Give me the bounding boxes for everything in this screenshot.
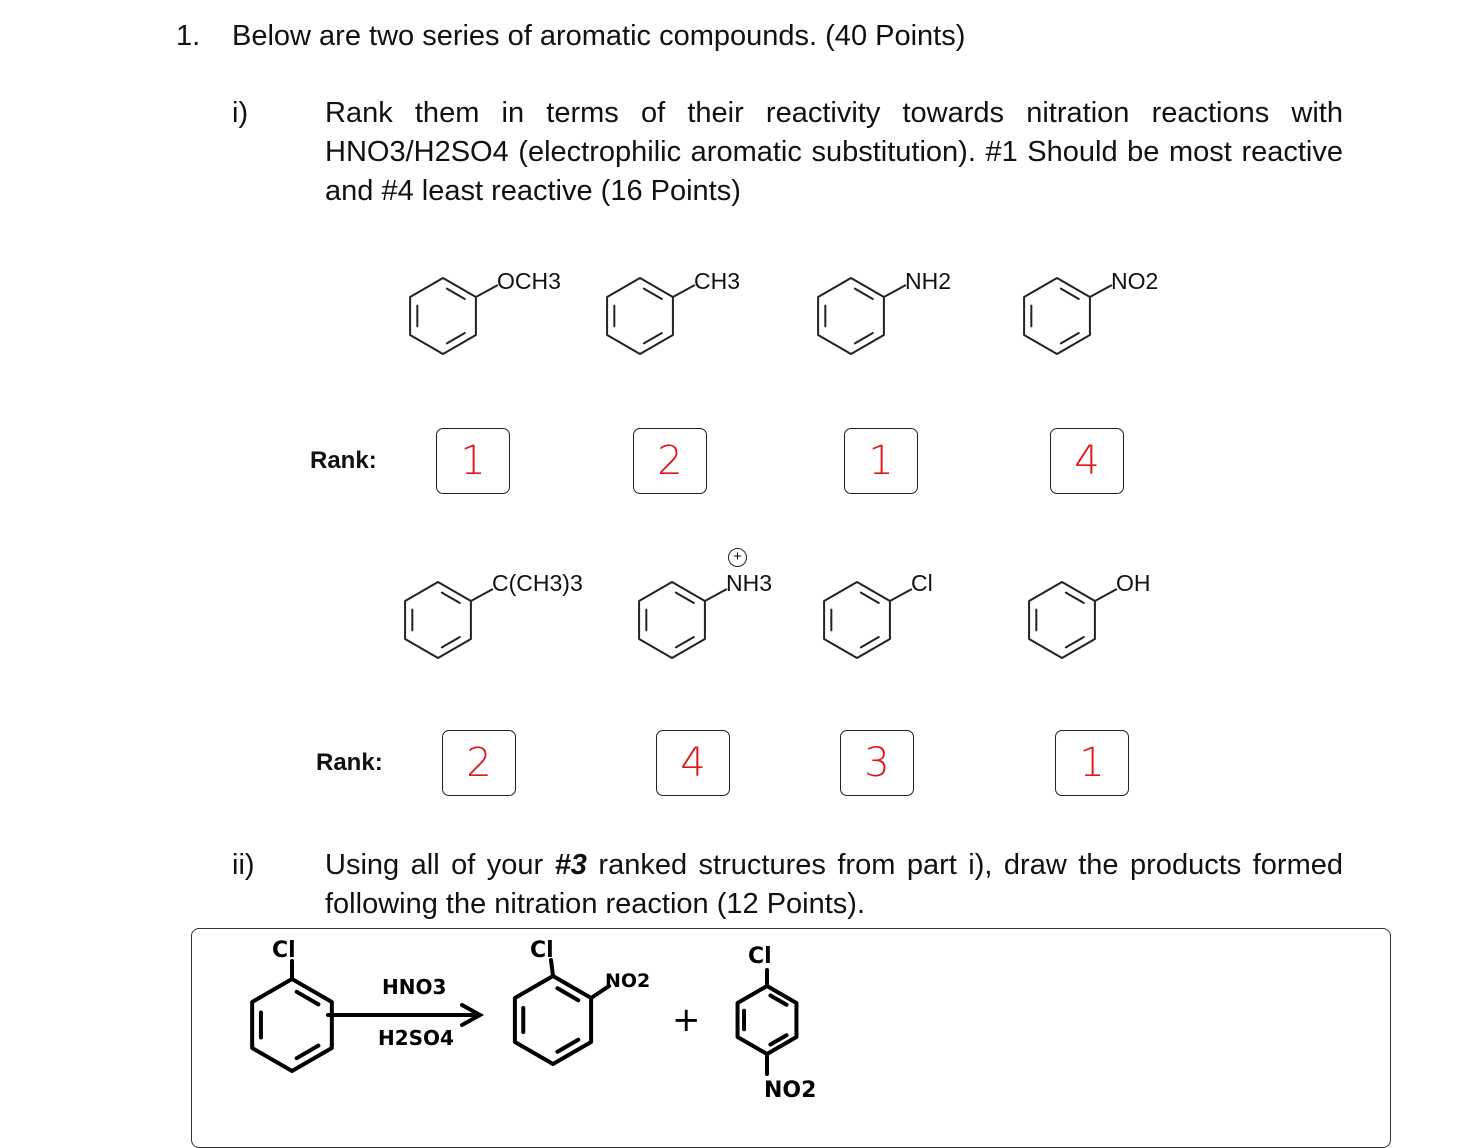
- handwritten-answer: [250, 958, 799, 1076]
- bond-cl: [549, 958, 555, 978]
- rank-input-s2-3[interactable]: 3: [840, 730, 914, 796]
- substituent-bond: [704, 588, 728, 602]
- double-bond: [768, 993, 789, 1007]
- rank-input-s1-3[interactable]: 1: [844, 428, 918, 494]
- rank-input-s1-2[interactable]: 2: [633, 428, 707, 494]
- double-bond: [859, 636, 880, 649]
- double-bond: [1064, 636, 1085, 649]
- double-bond: [294, 989, 321, 1007]
- double-bond: [853, 332, 874, 345]
- substituent-label: OCH3: [497, 268, 561, 294]
- plus-sign: +: [672, 1000, 701, 1040]
- substituent-bond: [889, 588, 913, 602]
- part-ii-label: ii): [232, 849, 255, 881]
- double-bond: [555, 986, 581, 1003]
- product1-no2: NO2: [605, 970, 651, 992]
- substituent-bond: [883, 284, 907, 298]
- substituent-label: CH3: [694, 268, 741, 294]
- double-bond: [674, 636, 695, 649]
- double-bond: [440, 636, 461, 649]
- part-ii-emphasis: #3: [554, 849, 587, 881]
- rank-input-s2-2[interactable]: 4: [656, 730, 730, 796]
- part-i-text: Rank them in terms of their reactivity t…: [325, 97, 1343, 207]
- double-bond: [642, 332, 663, 345]
- rank-input-s2-4[interactable]: 1: [1055, 730, 1129, 796]
- question-number: 1.: [176, 20, 201, 52]
- part-ii-text-b: ranked structures from part i), draw the…: [325, 849, 1343, 920]
- substituent-bond: [470, 588, 494, 602]
- part-i-label: i): [232, 97, 249, 129]
- reagent-bottom: H2SO4: [378, 1026, 454, 1050]
- double-bond: [768, 1033, 789, 1047]
- double-bond: [445, 287, 466, 300]
- double-bond: [859, 591, 880, 604]
- double-bond: [674, 591, 695, 604]
- reaction-arrow: [326, 1003, 485, 1027]
- double-bond: [294, 1043, 321, 1061]
- rank-label-series1: Rank:: [310, 447, 377, 474]
- substituent-label: Cl: [911, 570, 933, 596]
- rank-input-s1-4[interactable]: 4: [1050, 428, 1124, 494]
- substituent-bond: [1094, 588, 1118, 602]
- substituent-bond: [672, 284, 696, 298]
- double-bond: [1059, 287, 1080, 300]
- positive-charge-icon: +: [728, 548, 747, 567]
- benzene-structures: [404, 277, 1118, 659]
- part-ii-text: Using all of your #3 ranked structures f…: [325, 846, 1343, 924]
- substituent-bond: [1089, 284, 1113, 298]
- product2-cl: Cl: [748, 944, 772, 969]
- double-bond: [445, 332, 466, 345]
- substituent-label: NO2: [1111, 268, 1159, 294]
- double-bond: [555, 1037, 581, 1054]
- double-bond: [440, 591, 461, 604]
- product2-ring: [735, 984, 799, 1056]
- substituent-label: NH3: [726, 570, 773, 596]
- substituent-label: OH: [1116, 570, 1151, 596]
- double-bond: [1059, 332, 1080, 345]
- rank-input-s2-1[interactable]: 2: [442, 730, 516, 796]
- rank-input-s1-1[interactable]: 1: [436, 428, 510, 494]
- product1-ring: [512, 974, 594, 1066]
- product1-cl: Cl: [530, 938, 554, 963]
- question-title: Below are two series of aromatic compoun…: [232, 20, 966, 52]
- reagent-top: HNO3: [382, 975, 447, 999]
- product2-no2: NO2: [764, 1078, 817, 1103]
- rank-label-series2: Rank:: [316, 749, 383, 776]
- substituent-label: NH2: [905, 268, 952, 294]
- bond-no2: [589, 984, 612, 1000]
- reactant-ring: [250, 977, 334, 1073]
- substituent-label: C(CH3)3: [492, 570, 583, 596]
- reactant-cl: Cl: [272, 938, 296, 963]
- part-ii-text-a: Using all of your: [325, 849, 555, 881]
- substituent-bond: [475, 284, 499, 298]
- double-bond: [853, 287, 874, 300]
- double-bond: [642, 287, 663, 300]
- double-bond: [1064, 591, 1085, 604]
